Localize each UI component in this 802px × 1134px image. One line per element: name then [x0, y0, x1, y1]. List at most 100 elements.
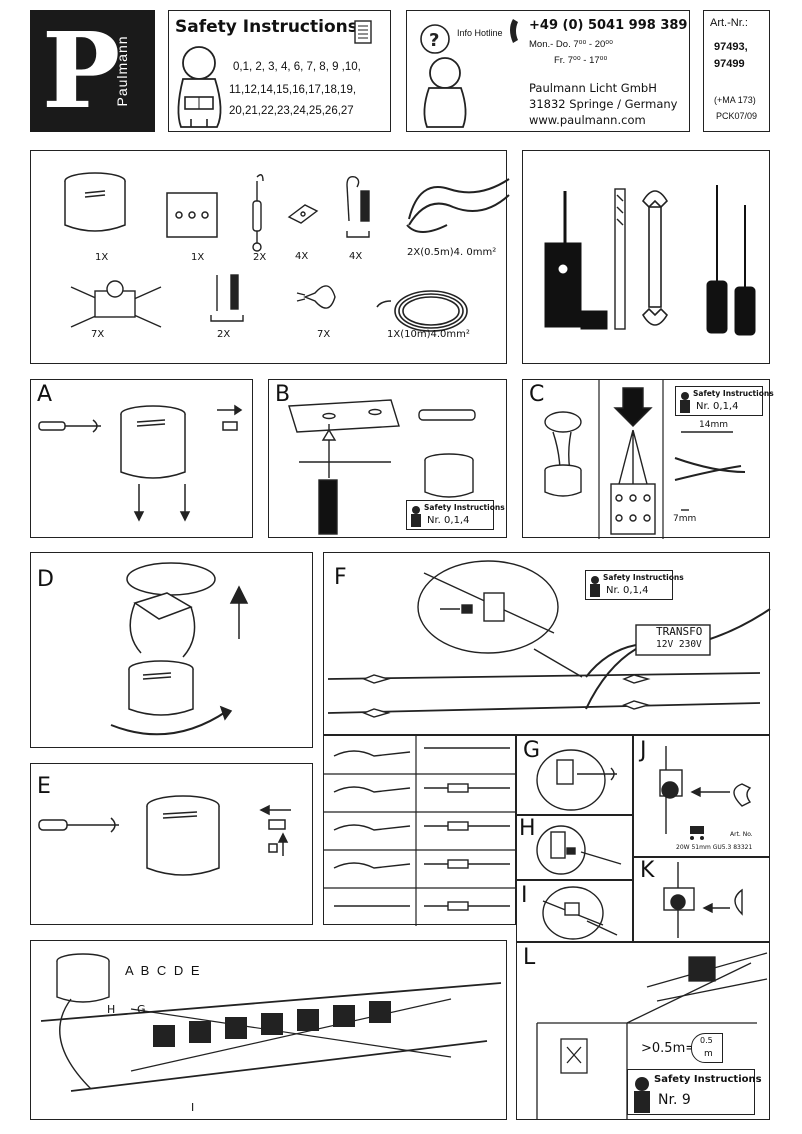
safety-person-icon	[590, 576, 600, 597]
step-e-panel: E	[30, 763, 313, 925]
step-e-illustration	[38, 795, 291, 876]
company-address: 31832 Springe / Germany	[529, 97, 678, 111]
step-b-safety-nr: Nr. 0,1,4	[427, 515, 470, 526]
parts-illustration	[64, 172, 510, 332]
drill-bit-icon	[614, 188, 626, 330]
step-i-panel: I	[516, 880, 633, 942]
hotline-label: Info Hotline	[457, 28, 503, 38]
min-distance-label: >0.5m=	[641, 1041, 697, 1056]
label-h: H	[107, 1003, 116, 1016]
company-website[interactable]: www.paulmann.com	[529, 113, 646, 127]
transfo-label: TRANSFO	[656, 625, 703, 638]
system-overview-illustration	[40, 953, 502, 1092]
step-k-illustration	[663, 862, 743, 938]
cable-steps-grid	[323, 735, 517, 926]
screwdriver-phillips-icon	[734, 205, 756, 336]
distance-sign: 0.5 m	[691, 1033, 723, 1063]
article-number-panel: Art.-Nr.: 97493, 97499 (+MA 173) PCK07/0…	[703, 10, 770, 132]
lamp-holder-icon	[70, 280, 162, 328]
housing-part-icon	[64, 172, 126, 232]
step-l-safety-nr: Nr. 9	[658, 1092, 691, 1108]
company-name: Paulmann Licht GmbH	[529, 81, 657, 95]
step-f-safety-badge: Safety Instructions Nr. 0,1,4	[585, 570, 684, 600]
system-overview-panel: A B C D E H G I	[30, 940, 507, 1120]
step-l-label: L	[523, 945, 536, 970]
step-b-label: B	[275, 382, 291, 407]
safety-title: Safety Instructions	[175, 17, 358, 37]
cart-icon	[690, 826, 704, 840]
art-no-label: Art. No.	[730, 831, 753, 838]
step-i-label: I	[521, 883, 528, 908]
tools-panel	[522, 150, 770, 364]
step-h-label: H	[519, 816, 536, 841]
turnbuckle-icon	[252, 174, 264, 252]
step-j-label: J	[640, 738, 647, 763]
step-a-illustration	[38, 404, 243, 522]
svg-text:?: ?	[429, 30, 439, 51]
safety-numbers-line-1: 0,1, 2, 3, 4, 6, 7, 8, 9 ,10,	[233, 61, 361, 73]
replacement-lamp: 20W 51mm GU5.3 83321	[676, 844, 753, 851]
safety-person-icon	[680, 392, 690, 413]
step-g-panel: G	[516, 735, 633, 815]
phone-icon	[510, 19, 518, 43]
distance-sign-unit: m	[704, 1049, 713, 1059]
step-l-illustration	[536, 952, 768, 1119]
lamp-heads	[153, 1001, 391, 1047]
step-f-illustration	[327, 560, 771, 718]
art-number-1: 97493,	[714, 41, 748, 53]
hotline-phone: +49 (0) 5041 998 389	[529, 18, 688, 33]
qty-bulb: 7X	[317, 329, 331, 340]
step-g-label: G	[523, 738, 541, 763]
step-d-label: D	[37, 567, 54, 592]
safety-numbers-line-2: 11,12,14,15,16,17,18,19,	[229, 84, 357, 96]
step-i-illustration	[542, 886, 618, 940]
ma-number: (+MA 173)	[714, 95, 756, 105]
question-person-icon: ?	[420, 24, 467, 128]
step-l-safety-title: Safety Instructions	[654, 1074, 762, 1085]
step-e-label: E	[37, 774, 51, 799]
step-c-safety-nr: Nr. 0,1,4	[696, 401, 739, 412]
step-k-label: K	[640, 858, 655, 883]
label-g: G	[137, 1003, 146, 1016]
parts-list-panel: 1X 1X 2X 4X 4X 2X(0.5m)4. 0mm² 7X 2X 7X …	[30, 150, 510, 364]
step-c-label: C	[529, 382, 545, 407]
mounting-plate-icon	[166, 192, 218, 238]
qty-turnbuckle: 2X	[253, 252, 267, 263]
hotline-panel: ? Info Hotline +49 (0) 5041 998 389 Mon.…	[406, 10, 690, 132]
transfo-voltage: 12V 230V	[656, 639, 702, 650]
distance-sign-value: 0.5	[700, 1036, 713, 1045]
qty-plate: 1X	[191, 252, 205, 263]
screwdriver-flat-icon	[706, 185, 728, 334]
qty-hook: 4X	[349, 251, 363, 262]
drill-icon	[544, 191, 608, 330]
step-b-safety-title: Safety Instructions	[424, 503, 505, 512]
step-a-panel: A	[30, 379, 253, 538]
step-h-panel: H	[516, 815, 633, 880]
clamp-icon	[287, 204, 319, 224]
step-j-panel: J Art. No. 20W 51mm GU5.3 83321	[633, 735, 770, 857]
hours-fr: Fr. 7⁰⁰ - 17⁰⁰	[554, 55, 608, 66]
logo-letter: P	[42, 9, 121, 132]
wrench-icon	[641, 190, 669, 326]
qty-cable-pair: 2X(0.5m)4. 0mm²	[407, 247, 497, 258]
safety-person-icon	[411, 506, 421, 527]
art-number-2: 97499	[714, 58, 745, 70]
cable-pair-icon	[406, 178, 510, 233]
brand-name: Paulmann	[114, 35, 130, 107]
step-d-illustration	[110, 562, 249, 736]
qty-clamp: 4X	[295, 251, 309, 262]
art-label: Art.-Nr.:	[710, 17, 748, 29]
step-f-safety-nr: Nr. 0,1,4	[606, 585, 649, 596]
safety-numbers-line-3: 20,21,22,23,24,25,26,27	[229, 105, 354, 117]
step-f-label: F	[334, 565, 347, 590]
safety-person-icon	[634, 1077, 650, 1113]
dimension-7mm: 7mm	[673, 514, 697, 524]
step-b-illustration	[288, 399, 476, 535]
step-a-label: A	[37, 382, 53, 407]
step-f-safety-title: Safety Instructions	[603, 573, 684, 582]
step-c-panel: C Safety Instructions Nr. 0,1,4 14mm 7mm	[522, 379, 774, 539]
reading-person-icon	[177, 46, 222, 128]
step-k-panel: K	[633, 857, 770, 942]
step-l-safety-badge: Safety Instructions Nr. 9	[627, 1069, 762, 1115]
step-h-illustration	[536, 825, 622, 875]
